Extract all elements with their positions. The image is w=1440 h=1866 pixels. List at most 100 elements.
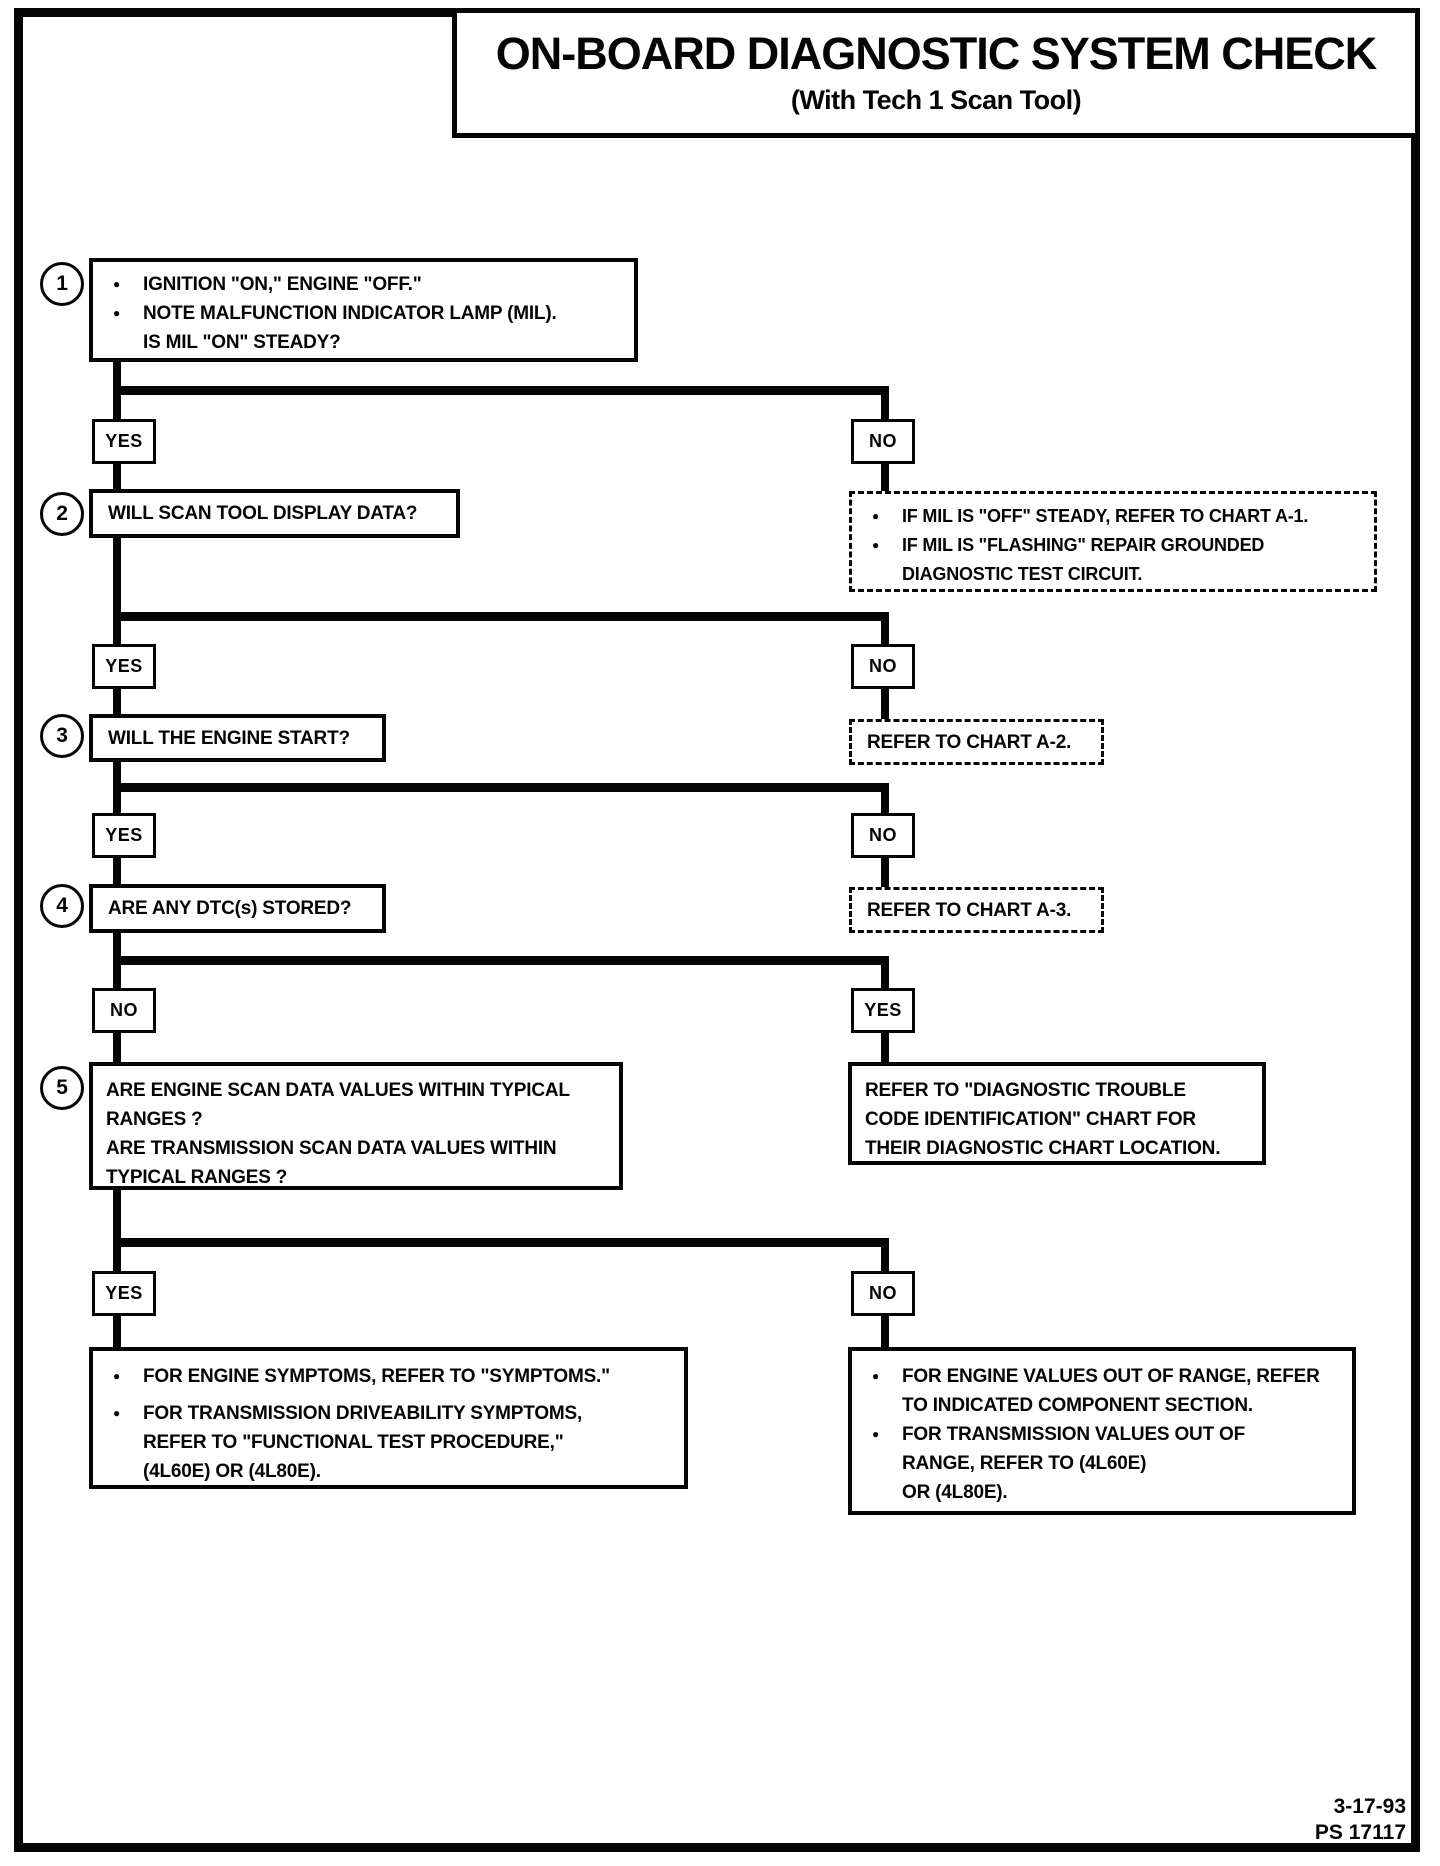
bullet-icon: ● — [872, 538, 880, 552]
list-item-continuation: (4L60E) OR (4L80E). — [106, 1457, 676, 1486]
question-text: ARE TRANSMISSION SCAN DATA VALUES WITHIN — [106, 1138, 557, 1159]
outcome-chart-a2-box: REFER TO CHART A-2. — [849, 719, 1104, 765]
list-item-continuation: REFER TO "FUNCTIONAL TEST PROCEDURE," — [106, 1428, 676, 1457]
bullet-icon: ● — [113, 1369, 121, 1383]
list-item-text: IGNITION "ON," ENGINE "OFF." — [143, 274, 422, 295]
list-item-continuation: IS MIL "ON" STEADY? — [106, 328, 626, 357]
question-line: ARE ENGINE SCAN DATA VALUES WITHIN TYPIC… — [106, 1076, 611, 1105]
referral-text: CODE IDENTIFICATION" CHART FOR — [865, 1109, 1196, 1130]
list-item-text: IS MIL "ON" STEADY? — [143, 332, 341, 353]
question-text: ARE ANY DTC(s) STORED? — [108, 898, 352, 919]
referral-text: THEIR DIAGNOSTIC CHART LOCATION. — [865, 1138, 1221, 1159]
no-label-row3: NO — [851, 813, 915, 858]
no-label-row2: NO — [851, 644, 915, 689]
step1-number-badge: 1 — [40, 262, 84, 306]
yes-label-row2: YES — [92, 644, 156, 689]
bullet-icon: ● — [113, 277, 121, 291]
list-item-text: FOR TRANSMISSION VALUES OUT OF — [902, 1424, 1246, 1445]
step3-box: WILL THE ENGINE START? — [89, 714, 386, 762]
step1-box: ● IGNITION "ON," ENGINE "OFF." ● NOTE MA… — [89, 258, 638, 362]
question-text: WILL SCAN TOOL DISPLAY DATA? — [108, 503, 418, 524]
question-text: WILL THE ENGINE START? — [108, 727, 350, 749]
footer-code: PS 17117 — [1314, 1821, 1406, 1844]
step-number: 4 — [56, 894, 68, 917]
yes-text: YES — [864, 1000, 902, 1020]
no-label-row1: NO — [851, 419, 915, 464]
yes-label-row3: YES — [92, 813, 156, 858]
no-text: NO — [110, 1000, 138, 1020]
question-text: RANGES ? — [106, 1109, 203, 1130]
branch-bar-4 — [113, 956, 889, 965]
step2-number-badge: 2 — [40, 492, 84, 536]
step-number: 2 — [56, 502, 68, 525]
referral-line: CODE IDENTIFICATION" CHART FOR — [865, 1105, 1254, 1134]
yes-label-row5: YES — [92, 1271, 156, 1316]
list-item-text: OR (4L80E). — [902, 1482, 1008, 1503]
step4-number-badge: 4 — [40, 884, 84, 928]
no-text: NO — [869, 825, 897, 845]
question-text: ARE ENGINE SCAN DATA VALUES WITHIN TYPIC… — [106, 1080, 570, 1101]
step5-number-badge: 5 — [40, 1066, 84, 1110]
list-item-text: (4L60E) OR (4L80E). — [143, 1461, 321, 1482]
list-item-continuation: DIAGNOSTIC TEST CIRCUIT. — [865, 560, 1366, 589]
list-item: ● IF MIL IS "FLASHING" REPAIR GROUNDED — [865, 531, 1366, 560]
referral-line: REFER TO "DIAGNOSTIC TROUBLE — [865, 1076, 1254, 1105]
step-number: 1 — [56, 272, 68, 295]
bullet-icon: ● — [872, 1369, 880, 1383]
referral-text: REFER TO CHART A-3. — [867, 899, 1072, 921]
list-item-text: FOR ENGINE VALUES OUT OF RANGE, REFER — [902, 1366, 1320, 1387]
yes-text: YES — [105, 825, 143, 845]
branch-bar-5 — [113, 1238, 889, 1247]
list-item-text: NOTE MALFUNCTION INDICATOR LAMP (MIL). — [143, 303, 557, 324]
list-item: ● IGNITION "ON," ENGINE "OFF." — [106, 270, 626, 299]
step4-box: ARE ANY DTC(s) STORED? — [89, 884, 386, 933]
step3-number-badge: 3 — [40, 714, 84, 758]
step2-box: WILL SCAN TOOL DISPLAY DATA? — [89, 489, 460, 538]
outcome-out-of-range-box: ● FOR ENGINE VALUES OUT OF RANGE, REFER … — [848, 1347, 1356, 1515]
bullet-icon: ● — [113, 306, 121, 320]
yes-text: YES — [105, 431, 143, 451]
no-label-row4: NO — [92, 988, 156, 1033]
list-item-continuation: TO INDICATED COMPONENT SECTION. — [865, 1391, 1344, 1420]
list-item-text: DIAGNOSTIC TEST CIRCUIT. — [902, 564, 1143, 584]
bullet-icon: ● — [872, 1427, 880, 1441]
step5-box: ARE ENGINE SCAN DATA VALUES WITHIN TYPIC… — [89, 1062, 623, 1190]
bullet-icon: ● — [113, 1406, 121, 1420]
list-item: ● FOR TRANSMISSION VALUES OUT OF — [865, 1420, 1344, 1449]
outcome-dtc-id-box: REFER TO "DIAGNOSTIC TROUBLE CODE IDENTI… — [848, 1062, 1266, 1165]
list-item: ● FOR ENGINE SYMPTOMS, REFER TO "SYMPTOM… — [106, 1362, 676, 1391]
branch-bar-1 — [113, 386, 889, 395]
yes-text: YES — [105, 656, 143, 676]
referral-line: THEIR DIAGNOSTIC CHART LOCATION. — [865, 1134, 1254, 1163]
yes-text: YES — [105, 1283, 143, 1303]
page-subtitle: (With Tech 1 Scan Tool) — [790, 85, 1082, 115]
list-item-text: IF MIL IS "FLASHING" REPAIR GROUNDED — [902, 535, 1265, 555]
branch-bar-2 — [113, 612, 889, 621]
question-text: TYPICAL RANGES ? — [106, 1167, 288, 1188]
yes-label-row1: YES — [92, 419, 156, 464]
list-item-text: RANGE, REFER TO (4L60E) — [902, 1453, 1147, 1474]
list-item-text: FOR TRANSMISSION DRIVEABILITY SYMPTOMS, — [143, 1403, 583, 1424]
referral-text: REFER TO CHART A-2. — [867, 731, 1072, 753]
outcome-symptoms-box: ● FOR ENGINE SYMPTOMS, REFER TO "SYMPTOM… — [89, 1347, 688, 1489]
list-item: ● FOR TRANSMISSION DRIVEABILITY SYMPTOMS… — [106, 1399, 676, 1428]
footer: 3-17-93 PS 17117 — [1256, 1794, 1406, 1846]
list-item-text: IF MIL IS "OFF" STEADY, REFER TO CHART A… — [902, 506, 1309, 526]
no-text: NO — [869, 431, 897, 451]
yes-label-row4: YES — [851, 988, 915, 1033]
page-title: ON-BOARD DIAGNOSTIC SYSTEM CHECK — [495, 28, 1378, 79]
step-number: 5 — [56, 1076, 68, 1099]
no-text: NO — [869, 656, 897, 676]
no-text: NO — [869, 1283, 897, 1303]
branch-bar-3 — [113, 783, 889, 792]
question-line: ARE TRANSMISSION SCAN DATA VALUES WITHIN — [106, 1134, 611, 1163]
outcome-chart-a3-box: REFER TO CHART A-3. — [849, 887, 1104, 933]
question-line: TYPICAL RANGES ? — [106, 1163, 611, 1192]
title-box: ON-BOARD DIAGNOSTIC SYSTEM CHECK (With T… — [452, 8, 1420, 138]
outcome-mil-box: ● IF MIL IS "OFF" STEADY, REFER TO CHART… — [849, 491, 1377, 592]
step-number: 3 — [56, 724, 68, 747]
list-item: ● FOR ENGINE VALUES OUT OF RANGE, REFER — [865, 1362, 1344, 1391]
list-item-continuation: OR (4L80E). — [865, 1478, 1344, 1507]
footer-date: 3-17-93 — [1333, 1795, 1406, 1818]
